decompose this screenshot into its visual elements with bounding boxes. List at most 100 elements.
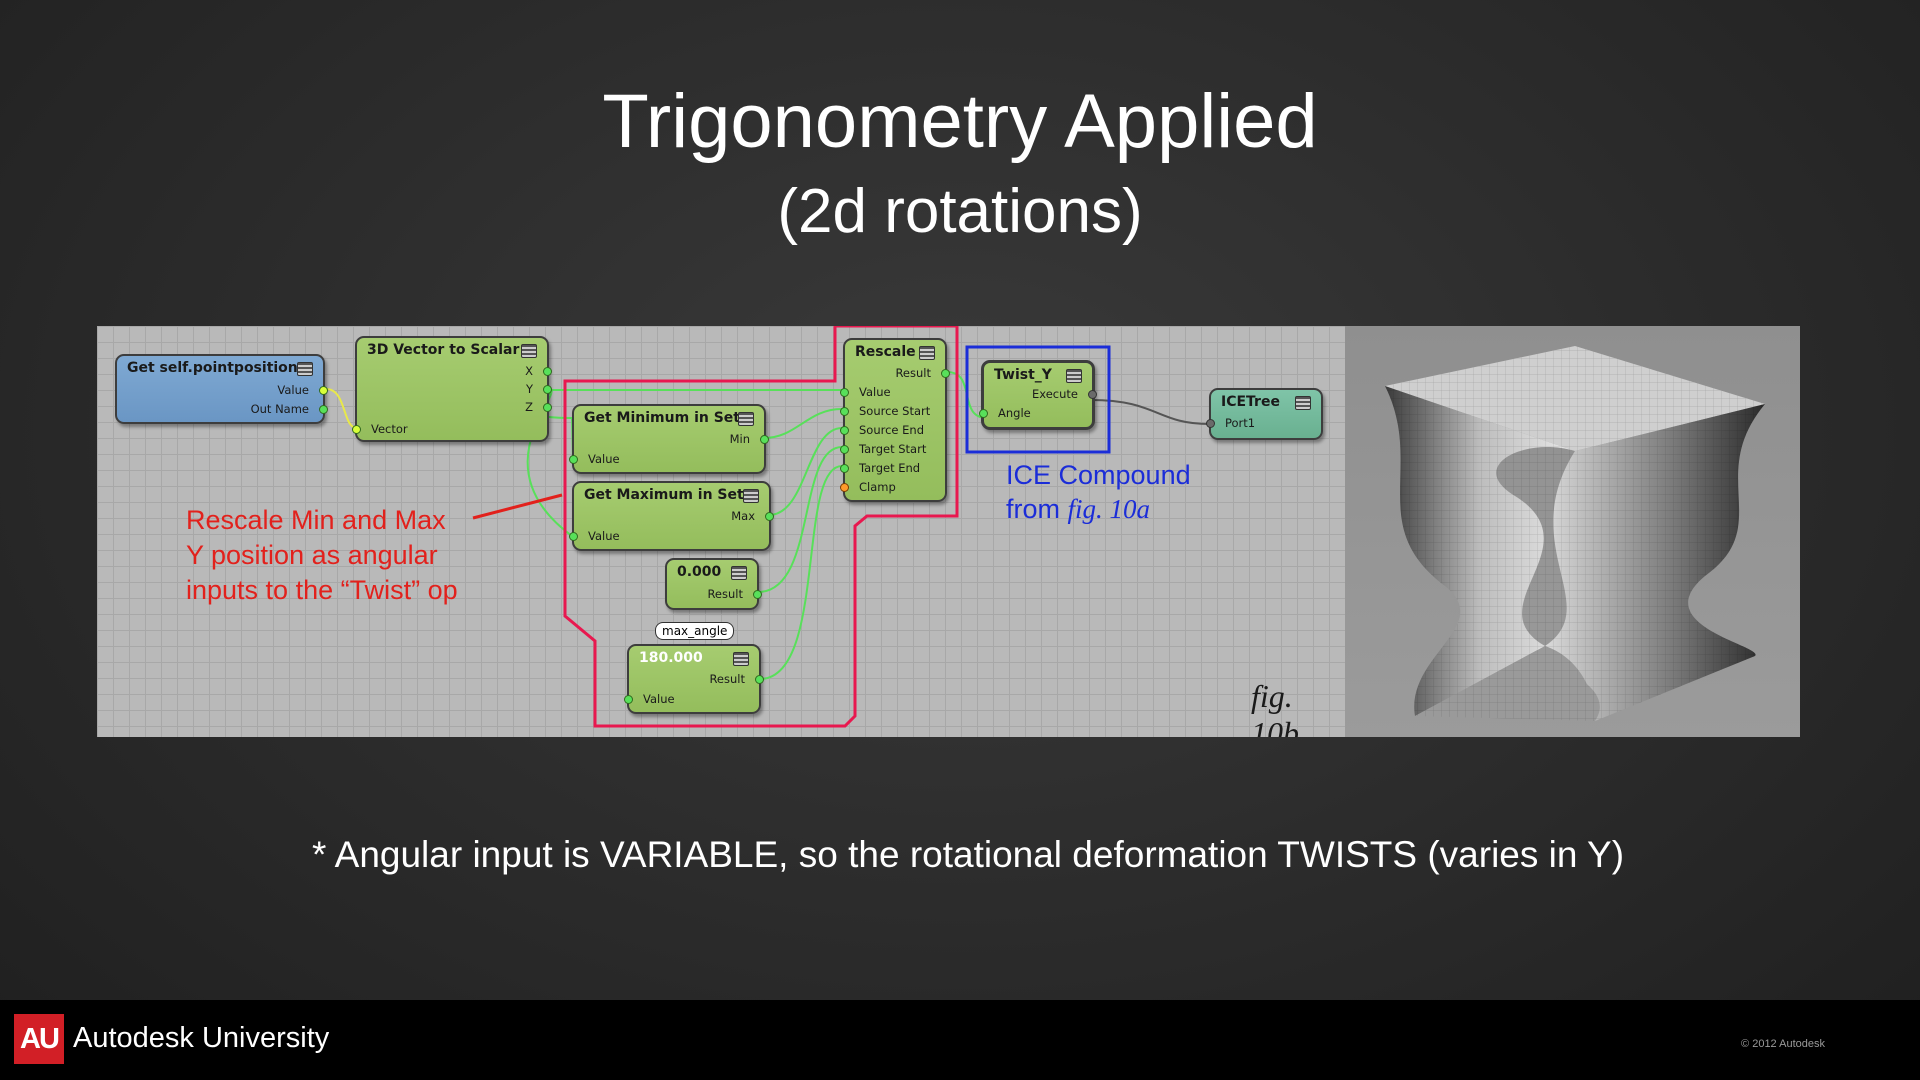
twisted-mesh-render	[1345, 326, 1800, 737]
collapse-icon[interactable]	[1066, 369, 1082, 383]
port-dot[interactable]	[765, 512, 774, 521]
footnote: * Angular input is VARIABLE, so the rota…	[312, 834, 1625, 875]
port-dot[interactable]	[840, 388, 849, 397]
port-dot[interactable]	[352, 425, 361, 434]
port-source-start: Source Start	[859, 404, 931, 418]
collapse-icon[interactable]	[738, 412, 754, 426]
ice-graph-canvas[interactable]: Get self.pointposition Value Out Name 3D…	[97, 326, 1345, 737]
port-source-end: Source End	[859, 423, 925, 437]
brand-name: Autodesk University	[73, 1022, 330, 1054]
slide-title: Trigonometry Applied	[602, 79, 1318, 164]
port-out-name: Out Name	[250, 402, 309, 416]
port-value: Value	[588, 452, 620, 466]
port-dot[interactable]	[979, 409, 988, 418]
red-annotation-pointer	[472, 493, 563, 520]
port-x: X	[525, 364, 533, 378]
wire-angle-to-target-end	[759, 465, 843, 680]
node-title: 0.000	[677, 564, 722, 580]
port-result: Result	[895, 366, 931, 380]
collapse-icon[interactable]	[733, 652, 749, 666]
slide-subtitle: (2d rotations)	[777, 177, 1143, 246]
annotation-line: from fig. 10a	[1006, 492, 1191, 526]
port-port1: Port1	[1225, 416, 1256, 430]
port-dot[interactable]	[840, 426, 849, 435]
port-dot[interactable]	[319, 386, 328, 395]
annotation-line: ICE Compound	[1006, 460, 1191, 490]
collapse-icon[interactable]	[731, 566, 747, 580]
ice-compound-annotation: ICE Compound from fig. 10a	[1006, 458, 1191, 526]
node-title: Get Maximum in Set	[584, 487, 744, 503]
scalar-max-angle-node[interactable]: 180.000 Result Value	[624, 644, 764, 714]
wire-max-to-source-end	[768, 427, 843, 516]
icetree-node[interactable]: ICETree Port1	[1206, 388, 1323, 440]
node-title: 180.000	[639, 650, 703, 666]
mesh-top-face-grid	[1385, 346, 1765, 451]
twisted-mesh-image	[1385, 346, 1765, 721]
node-title: Rescale	[855, 344, 916, 360]
port-dot[interactable]	[755, 675, 764, 684]
port-dot[interactable]	[1088, 390, 1097, 399]
port-dot[interactable]	[840, 407, 849, 416]
collapse-icon[interactable]	[1295, 396, 1311, 410]
twist-highlight	[965, 345, 1111, 454]
min-max-highlight	[563, 326, 959, 728]
port-value: Value	[859, 385, 891, 399]
port-value: Value	[277, 383, 309, 397]
vector-to-scalar-node[interactable]: 3D Vector to Scalar X Y Z Vector	[352, 336, 552, 442]
node-title: ICETree	[1221, 394, 1280, 410]
get-minimum-node[interactable]: Get Minimum in Set Min Value	[569, 404, 769, 474]
wire-point-to-vector	[325, 388, 358, 429]
port-y: Y	[525, 382, 533, 396]
annotation-line: Y position as angular	[186, 540, 438, 570]
port-dot[interactable]	[1206, 419, 1215, 428]
au-logo-icon: AU	[14, 1014, 64, 1064]
fig-10b-label: fig. 10b	[1251, 678, 1299, 737]
footer-bar: AU Autodesk University © 2012 Autodesk	[0, 1000, 1920, 1080]
port-value: Value	[588, 529, 620, 543]
port-dot[interactable]	[753, 590, 762, 599]
scalar-zero-node[interactable]: 0.000 Result	[665, 558, 762, 610]
port-vector: Vector	[371, 422, 408, 436]
node-title: 3D Vector to Scalar	[367, 342, 520, 358]
mesh-surface-grid	[1385, 386, 1765, 721]
node-title: Get Minimum in Set	[584, 410, 740, 426]
annotation-line: inputs to the “Twist” op	[186, 575, 458, 605]
copyright: © 2012 Autodesk	[1741, 1038, 1825, 1050]
port-target-end: Target End	[859, 461, 921, 475]
annotation-line: Rescale Min and Max	[186, 505, 446, 535]
node-title: Get self.pointposition	[127, 360, 298, 376]
port-min: Min	[729, 432, 750, 446]
annotation-prefix: from	[1006, 494, 1068, 524]
port-result: Result	[707, 587, 743, 601]
rescale-node[interactable]: Rescale Result Value Source Start Source…	[840, 338, 950, 502]
port-dot[interactable]	[941, 369, 950, 378]
port-dot[interactable]	[840, 483, 849, 492]
port-dot[interactable]	[624, 695, 633, 704]
port-dot[interactable]	[543, 403, 552, 412]
port-dot[interactable]	[840, 464, 849, 473]
get-maximum-node[interactable]: Get Maximum in Set Max Value	[569, 481, 774, 551]
port-dot[interactable]	[543, 385, 552, 394]
node-title: Twist_Y	[994, 367, 1052, 383]
port-dot[interactable]	[319, 405, 328, 414]
port-angle: Angle	[998, 406, 1031, 420]
port-dot[interactable]	[569, 532, 578, 541]
port-max: Max	[731, 509, 755, 523]
port-execute: Execute	[1032, 387, 1078, 401]
collapse-icon[interactable]	[521, 344, 537, 358]
port-dot[interactable]	[760, 435, 769, 444]
fig-10a-reference: fig. 10a	[1067, 494, 1151, 524]
port-target-start: Target Start	[859, 442, 927, 456]
port-result: Result	[709, 672, 745, 686]
port-dot[interactable]	[569, 455, 578, 464]
rescale-annotation: Rescale Min and Max Y position as angula…	[186, 503, 506, 608]
port-dot[interactable]	[543, 367, 552, 376]
collapse-icon[interactable]	[919, 346, 935, 360]
port-clamp: Clamp	[859, 480, 896, 494]
graph-wires	[325, 326, 1210, 728]
collapse-icon[interactable]	[743, 489, 759, 503]
get-pointposition-node[interactable]: Get self.pointposition Value Out Name	[115, 354, 328, 424]
port-dot[interactable]	[840, 445, 849, 454]
twist-y-node[interactable]: Twist_Y Execute Angle	[979, 360, 1097, 430]
collapse-icon[interactable]	[297, 362, 313, 376]
